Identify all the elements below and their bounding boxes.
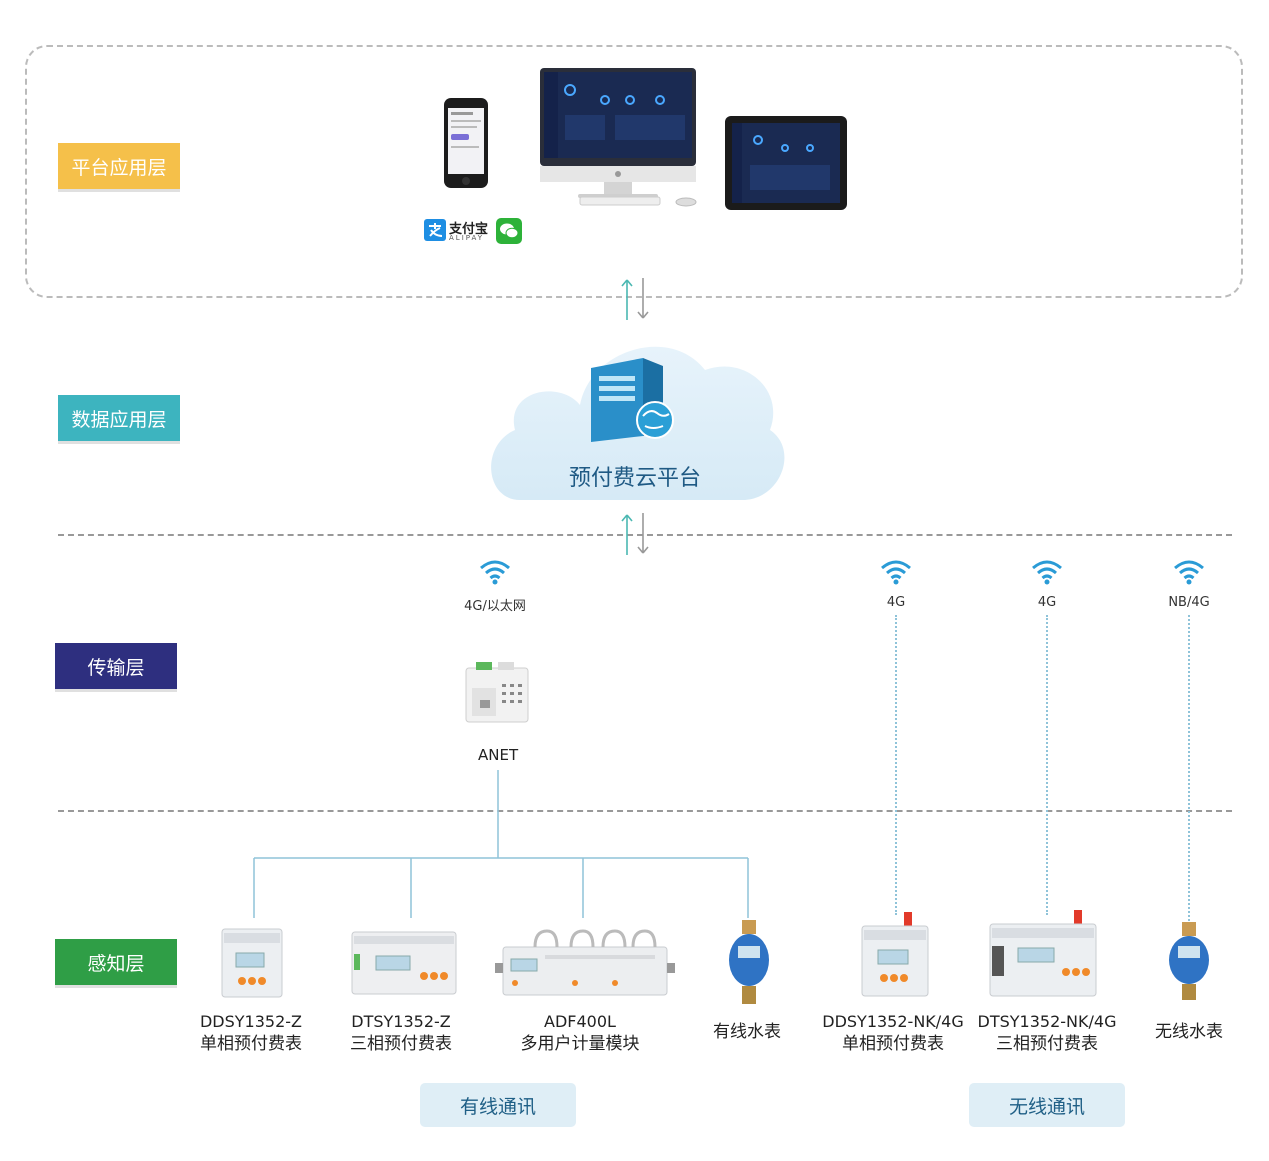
- wifi-icon: [881, 560, 911, 585]
- device-label: ADF400L 多用户计量模块: [521, 1010, 640, 1056]
- device-model: DTSY1352-Z: [351, 1012, 451, 1031]
- anet-gateway-icon: [465, 662, 529, 723]
- link-label: 4G: [886, 595, 906, 610]
- alipay-en: ALIPAY: [449, 234, 485, 242]
- wireless-water-meter-icon: [1169, 922, 1209, 1000]
- device-label: 有线水表: [713, 1021, 781, 1044]
- single-phase-4g-meter-icon: [861, 912, 929, 997]
- platform-frame: [25, 45, 1243, 298]
- device-desc: 单相预付费表: [842, 1034, 944, 1054]
- link-label: NB/4G: [1168, 595, 1210, 610]
- three-phase-4g-meter-icon: [989, 910, 1097, 997]
- link-label-anet: 4G/以太网: [464, 599, 526, 614]
- wifi-icon: [1032, 560, 1062, 585]
- layer-tag-data: 数据应用层: [58, 395, 180, 441]
- wired-comm-group: 有线通讯: [420, 1083, 576, 1127]
- cloud-platform-label: 预付费云平台: [568, 466, 701, 491]
- separator-line: [58, 810, 1232, 812]
- device-model: DTSY1352-NK/4G: [977, 1012, 1117, 1031]
- three-phase-meter-icon: [351, 931, 457, 995]
- device-label: 无线水表: [1155, 1021, 1223, 1044]
- server-icon: [591, 358, 674, 442]
- anet-label: ANET: [478, 746, 519, 764]
- device-model: DDSY1352-Z: [199, 1012, 303, 1031]
- link-label: 4G: [1037, 595, 1057, 610]
- wifi-icon: [480, 560, 510, 585]
- device-desc: 单相预付费表: [200, 1034, 302, 1054]
- device-desc: 无线水表: [1155, 1022, 1223, 1042]
- wechat-icon: [496, 218, 522, 244]
- layer-tag-perception: 感知层: [55, 939, 177, 985]
- single-phase-meter-icon: [221, 928, 283, 998]
- water-meter-icon: [729, 920, 769, 1004]
- wireless-comm-group: 无线通讯: [969, 1083, 1125, 1127]
- wireless-link-line: [1188, 615, 1190, 925]
- alipay-name: 支付宝: [449, 222, 489, 237]
- device-desc: 有线水表: [713, 1022, 781, 1042]
- device-desc: 多用户计量模块: [520, 1034, 640, 1054]
- device-label: DTSY1352-Z 三相预付费表: [350, 1010, 452, 1056]
- device-label: DDSY1352-NK/4G 单相预付费表: [822, 1010, 964, 1056]
- bidirectional-arrows-top: [621, 278, 649, 320]
- separator-line: [58, 534, 1232, 536]
- device-model: DDSY1352-NK/4G: [822, 1012, 964, 1031]
- wireless-link-line: [1046, 615, 1048, 915]
- device-desc: 三相预付费表: [995, 1034, 1098, 1054]
- bidirectional-arrows-bottom: [621, 513, 649, 555]
- device-model: ADF400L: [544, 1012, 616, 1031]
- wireless-link-line: [895, 615, 897, 915]
- layer-tag-transport: 传输层: [55, 643, 177, 689]
- alipay-icon: [424, 219, 446, 241]
- wifi-icon: [1174, 560, 1204, 585]
- device-desc: 三相预付费表: [350, 1034, 452, 1054]
- multi-user-module-icon: [495, 929, 675, 996]
- platform-devices: [444, 68, 847, 210]
- layer-tag-platform: 平台应用层: [58, 143, 180, 189]
- device-label: DDSY1352-Z 单相预付费表: [200, 1010, 302, 1056]
- monitor-icon: [540, 68, 697, 207]
- smartphone-icon: [444, 98, 488, 188]
- device-label: DTSY1352-NK/4G 三相预付费表: [978, 1010, 1117, 1056]
- tablet-icon: [725, 116, 847, 210]
